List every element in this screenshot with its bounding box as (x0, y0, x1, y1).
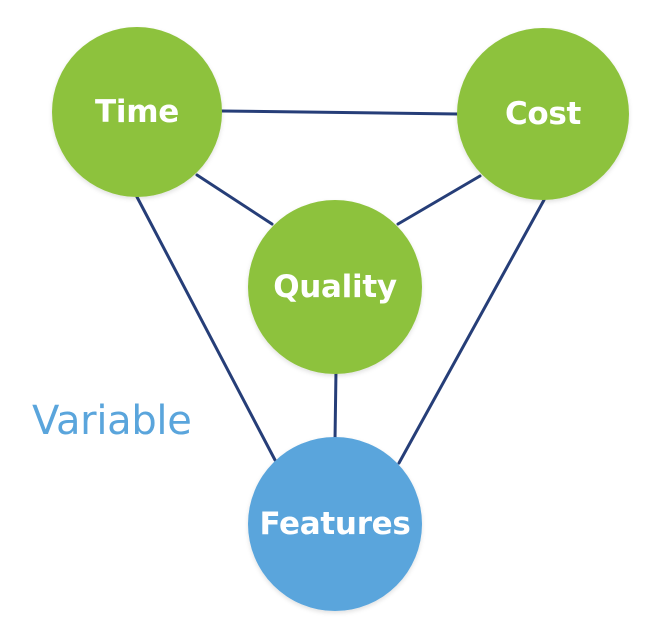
node-cost-label: Cost (505, 96, 582, 132)
node-time-label: Time (95, 94, 179, 130)
connectors (135, 109, 546, 465)
node-features: Features (248, 437, 422, 611)
connector-time-features (135, 195, 277, 462)
node-time: Time (52, 27, 222, 197)
node-features-label: Features (259, 506, 410, 542)
connector-cost-features (397, 198, 546, 465)
connector-time-quality (195, 173, 274, 226)
connector-cost-quality (396, 174, 482, 226)
node-cost: Cost (457, 28, 629, 200)
node-quality-circle (248, 200, 422, 374)
connector-time-cost (220, 109, 460, 116)
node-features-circle (248, 437, 422, 611)
node-cost-circle (457, 28, 629, 200)
node-quality-label: Quality (273, 269, 397, 305)
variable-label: Variable (32, 398, 192, 444)
node-quality: Quality (248, 200, 422, 374)
connector-quality-features (333, 368, 338, 442)
node-time-circle (52, 27, 222, 197)
